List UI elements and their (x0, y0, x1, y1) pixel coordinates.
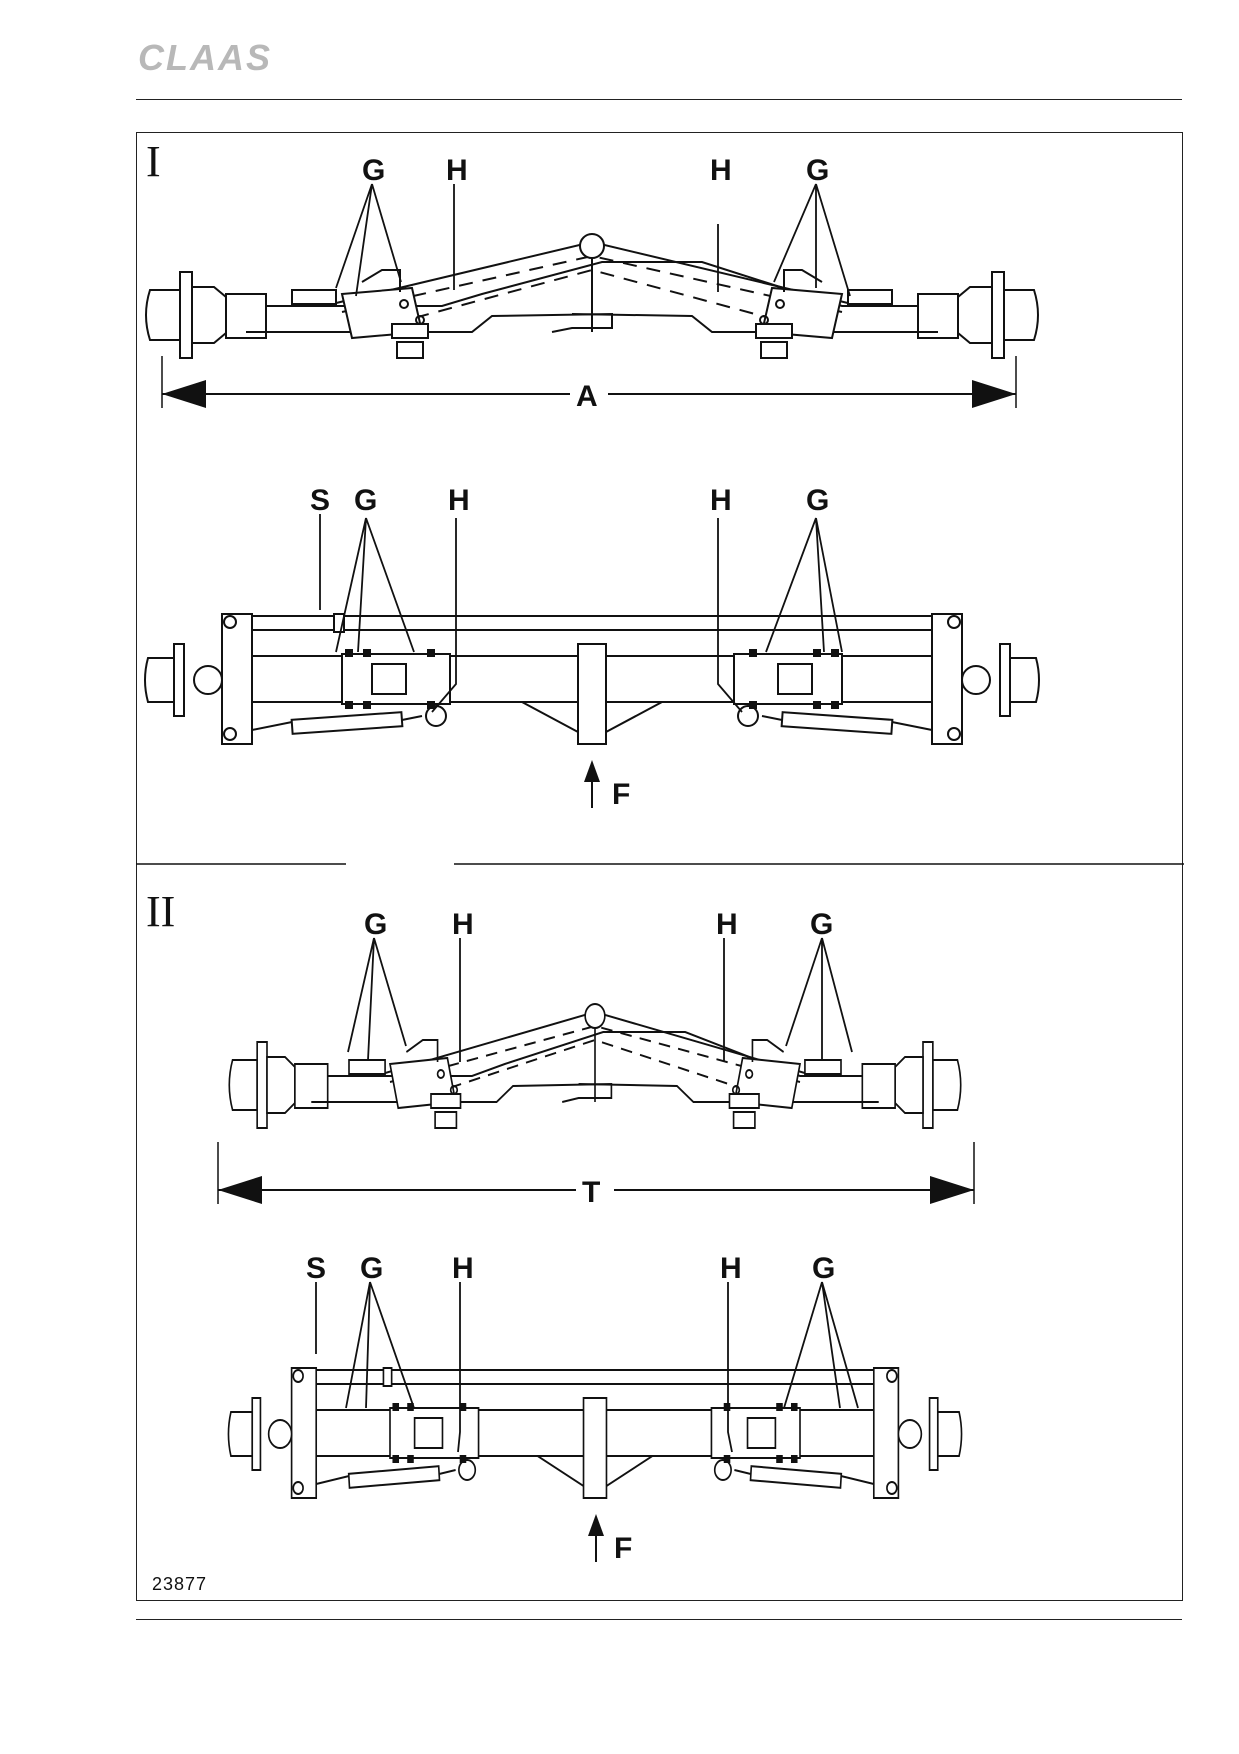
label-h: H (452, 908, 474, 941)
top-view-axle (144, 613, 1040, 745)
dimension-label-a: A (576, 380, 598, 413)
label-h: H (448, 484, 470, 517)
section-label-two: II (146, 887, 175, 936)
label-s: S (310, 484, 330, 517)
section-two: II G H H G T S G H H G (146, 887, 975, 1565)
section-one: I G H H G A S G H H G (144, 137, 1040, 811)
footer-rule (136, 1619, 1182, 1620)
label-h: H (710, 484, 732, 517)
label-h: H (720, 1252, 742, 1285)
figure-frame (136, 132, 1183, 1601)
leader-lines (335, 183, 851, 297)
label-g: G (364, 908, 387, 941)
direction-label-f: F (612, 778, 630, 811)
label-g: G (362, 154, 385, 187)
label-h: H (446, 154, 468, 187)
logo-text: CLAAS (138, 38, 272, 78)
figure-number: 23877 (152, 1574, 208, 1594)
label-g: G (806, 154, 829, 187)
label-h: H (452, 1252, 474, 1285)
leader-lines (347, 937, 853, 1062)
label-h: H (710, 154, 732, 187)
header-rule (136, 99, 1182, 100)
label-s: S (306, 1252, 326, 1285)
label-g: G (810, 908, 833, 941)
direction-label-f: F (614, 1532, 632, 1565)
label-g: G (806, 484, 829, 517)
front-view-axle (145, 233, 1039, 359)
dimension-label-t: T (582, 1176, 600, 1209)
label-g: G (812, 1252, 835, 1285)
axle-diagram: I G H H G A S G H H G (136, 137, 1184, 1565)
label-g: G (360, 1252, 383, 1285)
front-view-axle (228, 1003, 962, 1129)
label-g: G (354, 484, 377, 517)
section-label-one: I (146, 137, 161, 186)
claas-logo: CLAAS (138, 38, 272, 78)
label-h: H (716, 908, 738, 941)
